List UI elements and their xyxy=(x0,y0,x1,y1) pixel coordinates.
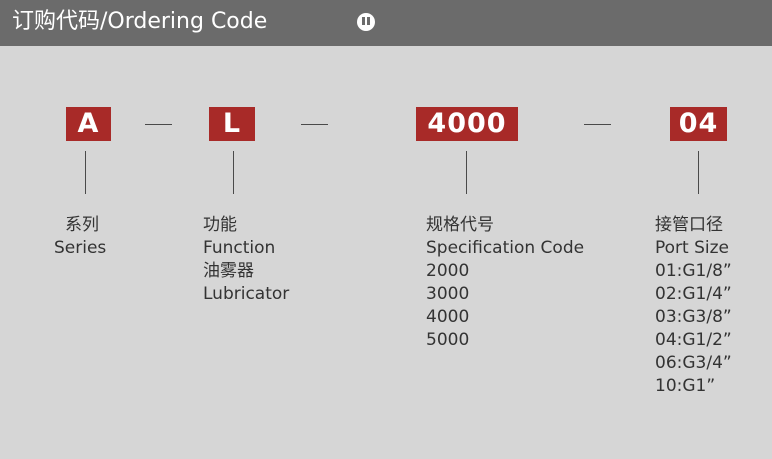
specification-label-en: Specification Code xyxy=(426,238,585,258)
function-label-en: Function xyxy=(203,238,276,258)
header-bar: 订购代码/Ordering Code xyxy=(0,0,772,46)
separator-dash xyxy=(584,124,611,125)
port-size-option: 06:G3/4” xyxy=(655,353,732,373)
page-title: 订购代码/Ordering Code xyxy=(12,9,268,34)
connector-line xyxy=(233,151,234,194)
specification-option: 4000 xyxy=(426,307,470,327)
specification-column: 规格代号 Specification Code 2000 3000 4000 5… xyxy=(426,214,584,352)
port-size-option: 02:G1/4” xyxy=(655,284,732,304)
pause-icon[interactable] xyxy=(357,13,375,31)
port-size-label-en: Port Size xyxy=(655,238,730,258)
specification-option: 5000 xyxy=(426,330,470,350)
port-size-option: 01:G1/8” xyxy=(655,261,732,281)
specification-option: 2000 xyxy=(426,261,470,281)
separator-dash xyxy=(301,124,328,125)
port-size-label-cn: 接管口径 xyxy=(655,215,723,235)
series-column: 系列 Series xyxy=(54,214,106,260)
port-size-option: 04:G1/2” xyxy=(655,330,732,350)
separator-dash xyxy=(145,124,172,125)
specification-label-cn: 规格代号 xyxy=(426,215,494,235)
connector-line xyxy=(85,151,86,194)
series-label-en: Series xyxy=(54,238,107,258)
connector-line xyxy=(698,151,699,194)
specification-option: 3000 xyxy=(426,284,470,304)
function-column: 功能 Function 油雾器 Lubricator xyxy=(203,214,289,306)
port-size-option: 10:G1” xyxy=(655,376,716,396)
port-size-column: 接管口径 Port Size 01:G1/8” 02:G1/4” 03:G3/8… xyxy=(655,214,732,398)
code-function-box: L xyxy=(209,107,255,141)
series-label-cn: 系列 xyxy=(65,215,99,235)
function-value-cn: 油雾器 xyxy=(203,261,254,281)
code-specification-box: 4000 xyxy=(416,107,518,141)
port-size-option: 03:G3/8” xyxy=(655,307,732,327)
code-port-box: 04 xyxy=(670,107,727,141)
code-series-box: A xyxy=(66,107,111,141)
function-label-cn: 功能 xyxy=(203,215,237,235)
function-value-en: Lubricator xyxy=(203,284,290,304)
connector-line xyxy=(466,151,467,194)
